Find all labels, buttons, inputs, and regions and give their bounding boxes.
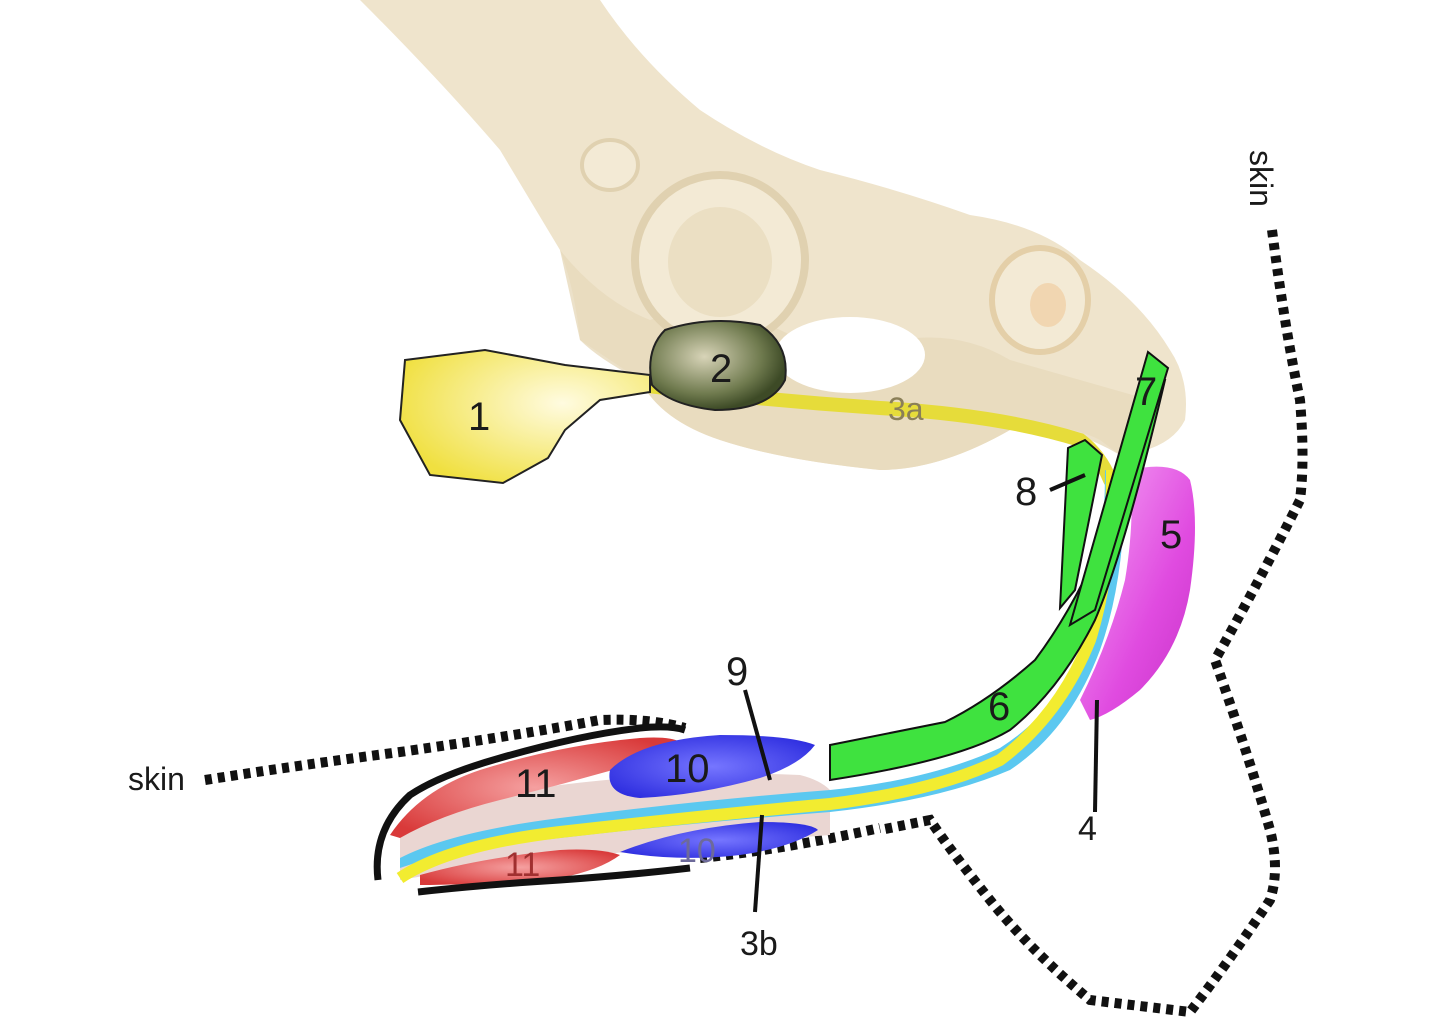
structure-1 bbox=[398, 348, 651, 485]
leader-4 bbox=[1093, 699, 1099, 813]
label-9: 9 bbox=[726, 650, 748, 694]
muscle-10-lower bbox=[620, 822, 818, 858]
leader-9 bbox=[743, 689, 772, 781]
label-5: 5 bbox=[1160, 513, 1182, 557]
prepuce-outline-lower bbox=[417, 864, 691, 896]
skin-line-right bbox=[879, 229, 1308, 1018]
label-10-upper: 10 bbox=[665, 747, 710, 791]
label-7: 7 bbox=[1135, 370, 1157, 414]
muscle-7 bbox=[1068, 350, 1170, 628]
label-3a: 3a bbox=[888, 391, 924, 427]
label-skin-left: skin bbox=[128, 761, 185, 797]
label-4: 4 bbox=[1078, 810, 1097, 848]
label-10-lower: 10 bbox=[678, 832, 716, 870]
label-skin-right: skin bbox=[1243, 150, 1279, 207]
muscle-11-lower bbox=[420, 849, 620, 885]
leader-3b bbox=[753, 814, 764, 913]
label-6: 6 bbox=[988, 685, 1010, 729]
structure-2 bbox=[649, 320, 787, 412]
label-2: 2 bbox=[710, 347, 732, 391]
label-1: 1 bbox=[468, 395, 490, 439]
label-8: 8 bbox=[1015, 470, 1037, 514]
label-3b: 3b bbox=[740, 925, 778, 963]
nerve-3b bbox=[396, 469, 1118, 884]
skin-line-left bbox=[204, 714, 687, 785]
muscle-11-upper bbox=[390, 737, 680, 838]
structure-5 bbox=[1080, 466, 1195, 720]
label-11-lower: 11 bbox=[505, 846, 540, 884]
prepuce-outline bbox=[373, 723, 687, 881]
label-11-upper: 11 bbox=[515, 762, 557, 806]
leader-8 bbox=[1049, 473, 1086, 492]
